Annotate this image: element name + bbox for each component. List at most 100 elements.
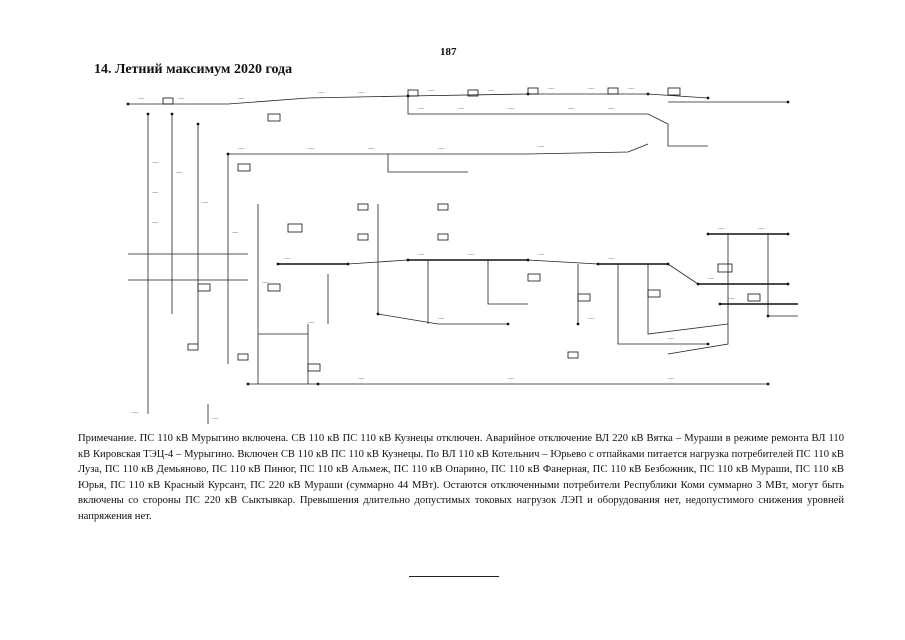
- flow-value-mark: ·—·: [568, 106, 575, 111]
- substation-node: [786, 282, 790, 286]
- substation-node: [706, 96, 710, 100]
- flow-value-mark: ·—·: [588, 86, 595, 91]
- substation-node: [766, 314, 770, 318]
- flow-value-mark: ·—·: [418, 252, 425, 257]
- network-line: [407, 96, 669, 125]
- substation-node: [718, 302, 722, 306]
- flow-value-mark: ·—·: [538, 144, 545, 149]
- flow-value-mark: ·—·: [318, 90, 325, 95]
- transformer-box: [237, 353, 249, 361]
- substation-node: [766, 382, 770, 386]
- transformer-box: [267, 113, 281, 122]
- flow-value-mark: ·—·: [178, 96, 185, 101]
- flow-value-mark: ·—·: [708, 276, 715, 281]
- substation-node: [316, 382, 320, 386]
- substation-node: [346, 262, 350, 266]
- transformer-box: [197, 283, 211, 292]
- flow-value-mark: ·—·: [308, 146, 315, 151]
- substation-node: [526, 258, 530, 262]
- transformer-box: [577, 293, 591, 302]
- transformer-box: [437, 233, 449, 241]
- flow-value-mark: ·—·: [588, 316, 595, 321]
- substation-node: [276, 262, 280, 266]
- flow-value-mark: ·—·: [718, 226, 725, 231]
- transformer-box: [287, 223, 303, 233]
- network-line: [617, 264, 708, 345]
- flow-value-mark: ·—·: [284, 256, 291, 261]
- flow-value-mark: ·—·: [628, 86, 635, 91]
- flow-value-mark: ·—·: [608, 106, 615, 111]
- network-line: [667, 234, 729, 355]
- transformer-box: [567, 351, 579, 359]
- transformer-box: [717, 263, 733, 273]
- transformer-box: [357, 203, 369, 211]
- substation-node: [666, 262, 670, 266]
- substation-node: [706, 232, 710, 236]
- flow-value-mark: ·—·: [262, 280, 269, 285]
- flow-value-mark: ·—·: [548, 86, 555, 91]
- flow-value-mark: ·—·: [176, 170, 183, 175]
- flow-value-mark: ·—·: [438, 146, 445, 151]
- transformer-box: [307, 363, 321, 372]
- substation-node: [786, 100, 790, 104]
- network-line: [387, 154, 468, 173]
- substation-node: [406, 94, 410, 98]
- substation-node: [126, 102, 130, 106]
- flow-value-mark: ·—·: [458, 106, 465, 111]
- flow-value-mark: ·—·: [728, 296, 735, 301]
- flow-value-mark: ·—·: [212, 416, 219, 421]
- transformer-box: [162, 97, 174, 105]
- transformer-box: [437, 203, 449, 211]
- flow-value-mark: ·—·: [758, 226, 765, 231]
- flow-value-mark: ·—·: [138, 96, 145, 101]
- transformer-box: [357, 233, 369, 241]
- flow-value-mark: ·—·: [152, 160, 159, 165]
- flow-value-mark: ·—·: [232, 230, 239, 235]
- flow-value-mark: ·—·: [358, 90, 365, 95]
- section-title: 14. Летний максимум 2020 года: [94, 62, 293, 77]
- transformer-box: [527, 273, 541, 282]
- substation-node: [170, 112, 174, 116]
- flow-value-mark: ·—·: [152, 220, 159, 225]
- transformer-box: [747, 293, 761, 302]
- power-network-diagram: ·—· ·—· ·—· ·—· ·—· ·—· ·—· ·—· ·—· ·—· ·—· ·—· ·—· ·…: [108, 84, 798, 424]
- flow-value-mark: ·—·: [308, 320, 315, 325]
- network-line: [228, 143, 649, 155]
- flow-value-mark: ·—·: [202, 200, 209, 205]
- substation-node: [576, 322, 580, 326]
- flow-value-mark: ·—·: [468, 252, 475, 257]
- flow-value-mark: ·—·: [538, 252, 545, 257]
- flow-value-mark: ·—·: [508, 106, 515, 111]
- network-line: [527, 259, 599, 265]
- substation-node: [226, 152, 230, 156]
- flow-value-mark: ·—·: [152, 190, 159, 195]
- flow-value-mark: ·—·: [238, 96, 245, 101]
- page-number: 187: [440, 46, 457, 58]
- substation-node: [646, 92, 650, 96]
- network-line: [487, 260, 528, 305]
- network-line: [377, 204, 508, 325]
- substation-node: [246, 382, 250, 386]
- substation-node: [706, 342, 710, 346]
- substation-node: [696, 282, 700, 286]
- substation-node: [786, 232, 790, 236]
- substation-node: [506, 322, 510, 326]
- substation-node: [376, 312, 380, 316]
- transformer-box: [467, 89, 479, 97]
- note-paragraph: Примечание. ПС 110 кВ Мурыгино включена.…: [78, 433, 844, 522]
- flow-value-mark: ·—·: [132, 410, 139, 415]
- transformer-box: [237, 163, 251, 172]
- substation-node: [146, 112, 150, 116]
- flow-value-mark: ·—·: [238, 146, 245, 151]
- flow-value-mark: ·—·: [358, 376, 365, 381]
- substation-node: [526, 92, 530, 96]
- footer-divider: [409, 576, 499, 577]
- network-line: [128, 93, 709, 105]
- flow-value-mark: ·—·: [438, 316, 445, 321]
- flow-value-mark: ·—·: [368, 146, 375, 151]
- transformer-box: [267, 283, 281, 292]
- substation-node: [196, 122, 200, 126]
- transformer-box: [407, 89, 419, 97]
- transformer-box: [607, 87, 619, 95]
- transformer-box: [647, 289, 661, 298]
